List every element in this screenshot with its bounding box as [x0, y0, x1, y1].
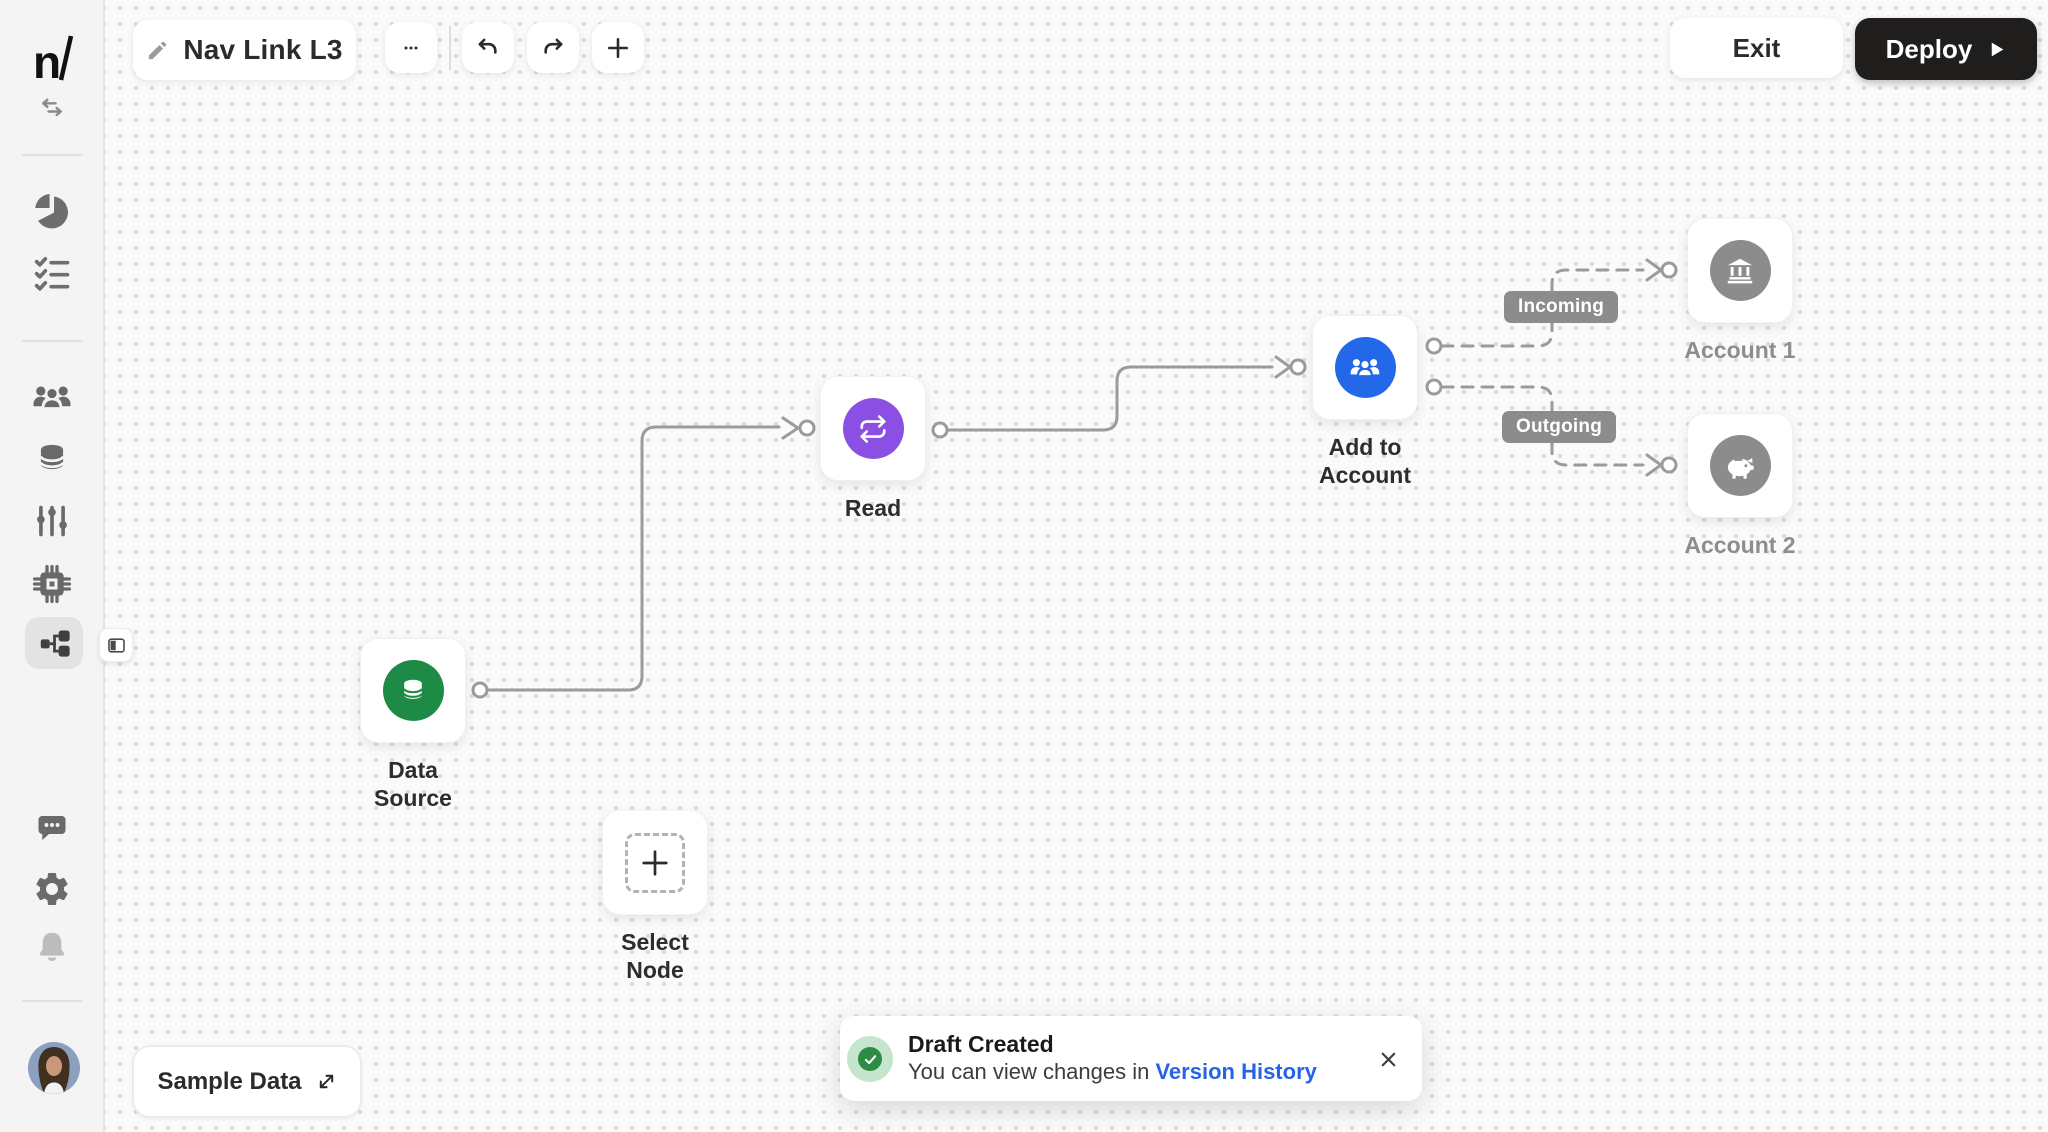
node-label-data-source: Data Source — [374, 757, 452, 811]
node-add-to-account[interactable] — [1312, 315, 1418, 420]
sidebar-item-sliders[interactable] — [33, 502, 71, 540]
users-group-icon — [1334, 337, 1396, 398]
node-label-read: Read — [844, 495, 902, 521]
expand-icon — [319, 1074, 333, 1089]
swap-arrows-icon[interactable] — [37, 94, 67, 122]
toast-message-text: You can view changes in — [908, 1059, 1156, 1084]
piggy-bank-icon — [1709, 435, 1771, 496]
panel-toggle-button[interactable] — [99, 628, 133, 662]
flow-title-button[interactable]: Nav Link L3 — [133, 20, 356, 80]
edge-badge-outgoing[interactable]: Outgoing — [1502, 411, 1617, 443]
close-icon — [1381, 1052, 1395, 1066]
toast-close-button[interactable] — [1376, 1047, 1400, 1071]
user-avatar[interactable] — [28, 1042, 80, 1094]
app-logo[interactable]: n — [29, 28, 75, 90]
undo-icon — [478, 38, 497, 54]
sample-data-label: Sample Data — [157, 1067, 302, 1095]
more-dots-icon — [404, 45, 418, 50]
toolbar-divider — [449, 26, 451, 70]
svg-text:n: n — [33, 36, 61, 88]
node-label-add-to-account: Add to Account — [1319, 434, 1411, 488]
sidebar-item-settings-gear[interactable] — [32, 869, 72, 909]
sidebar-item-chat[interactable] — [34, 810, 70, 846]
sidebar-divider — [22, 154, 83, 156]
sidebar-item-users-group[interactable] — [30, 376, 74, 420]
sidebar-item-notifications-bell[interactable] — [32, 928, 72, 968]
node-data-source[interactable] — [360, 638, 466, 743]
sidebar-item-checklist[interactable] — [32, 254, 72, 294]
bank-icon — [1709, 240, 1771, 301]
node-label-account-2: Account 2 — [1684, 532, 1796, 558]
database-icon — [382, 660, 444, 721]
redo-icon — [544, 38, 563, 54]
exit-button[interactable]: Exit — [1670, 18, 1843, 78]
sidebar-divider — [22, 1000, 83, 1002]
sidebar: n — [0, 0, 105, 1132]
deploy-button[interactable]: Deploy — [1855, 18, 2037, 80]
sidebar-item-chip[interactable] — [32, 564, 72, 604]
edge-badge-incoming[interactable]: Incoming — [1504, 291, 1619, 323]
sidebar-divider — [22, 340, 83, 342]
node-label-select-node: Select Node — [621, 929, 689, 983]
redo-button[interactable] — [527, 22, 579, 73]
deploy-label: Deploy — [1885, 33, 1973, 64]
node-account-1[interactable] — [1687, 218, 1793, 323]
sidebar-item-flow-diagram[interactable] — [25, 617, 83, 669]
toast-title: Draft Created — [908, 1031, 1054, 1057]
more-options-button[interactable] — [385, 22, 437, 73]
success-check-icon — [847, 1036, 893, 1082]
page-title: Nav Link L3 — [183, 34, 343, 65]
play-icon — [1992, 42, 2004, 56]
toast-message: You can view changes in Version History — [908, 1058, 1422, 1085]
plus-icon — [607, 37, 629, 58]
toast-draft-created: Draft Created You can view changes in Ve… — [840, 1016, 1422, 1101]
node-label-account-1: Account 1 — [1684, 337, 1796, 363]
plus-dashed-icon — [625, 832, 685, 893]
panel-left-icon — [107, 637, 125, 653]
sample-data-button[interactable]: Sample Data — [132, 1045, 362, 1118]
pencil-edit-icon — [149, 41, 167, 59]
undo-button[interactable] — [462, 22, 514, 73]
sidebar-item-database[interactable] — [33, 440, 71, 478]
add-node-button[interactable] — [592, 22, 644, 73]
version-history-link[interactable]: Version History — [1155, 1059, 1317, 1084]
sidebar-item-pie-chart[interactable] — [31, 192, 72, 233]
node-read[interactable] — [820, 376, 926, 481]
node-select-node[interactable] — [602, 810, 708, 915]
node-account-2[interactable] — [1687, 413, 1793, 518]
repeat-arrows-icon — [842, 398, 904, 459]
